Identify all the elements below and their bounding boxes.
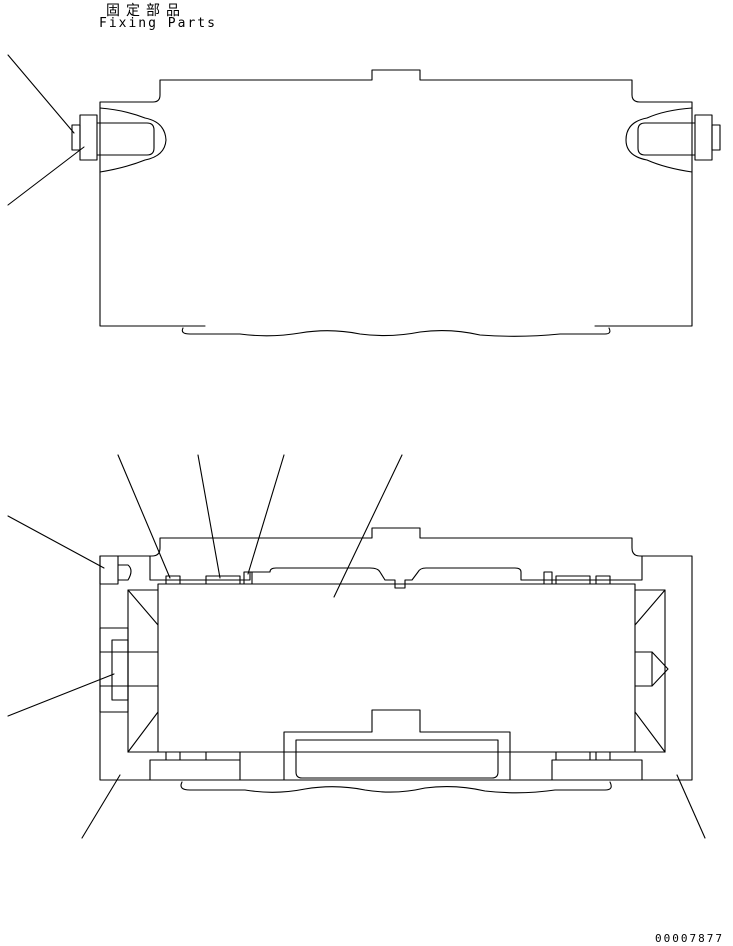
section-leader-4 (247, 454, 285, 575)
top-view-leader-1 (7, 54, 75, 134)
section-spool-block (157, 583, 636, 753)
section-housing-outline (99, 527, 693, 781)
title-english: Fixing Parts (99, 16, 217, 31)
section-leader-5 (333, 454, 403, 598)
top-view-right-washer (711, 124, 721, 151)
top-view-leader-2 (7, 146, 85, 206)
top-view-left-bolt-head (79, 114, 98, 161)
section-leader-3 (197, 454, 221, 579)
section-leader-6 (7, 673, 115, 717)
section-bottom-seat (149, 759, 643, 781)
top-view-left-bolt-shank (96, 122, 155, 156)
section-left-chamfer-top (127, 589, 159, 626)
top-view-right-lug (625, 107, 693, 173)
top-view (7, 54, 721, 337)
top-view-right-bolt-head (694, 114, 713, 161)
title-japanese: 固定部品 (106, 3, 186, 19)
section-bottom-seal-left (165, 751, 181, 761)
section-leader-8 (676, 774, 706, 839)
section-top-seal-left (165, 575, 181, 585)
top-view-left-lug (99, 107, 167, 173)
drawing-number: 00007877 (655, 932, 724, 945)
top-view-right-bolt-shank (637, 122, 696, 156)
top-view-wavy-edge (181, 327, 611, 337)
section-left-end-block (127, 589, 159, 753)
section-right-plug (634, 651, 669, 687)
section-top-left-fitting (99, 555, 119, 585)
section-right-chamfer-bottom (634, 711, 666, 753)
section-leader-1 (7, 515, 105, 569)
section-top-seat (149, 555, 643, 589)
section-right-end-block (634, 589, 666, 753)
section-bottom-recess (283, 709, 511, 781)
section-left-screw-outer (99, 627, 129, 713)
section-left-screw-head (111, 639, 129, 701)
section-wavy-edge (180, 781, 612, 794)
section-leader-7 (81, 774, 121, 839)
section-view (7, 454, 706, 839)
section-right-chamfer-top (634, 589, 666, 626)
section-leader-2 (117, 454, 171, 579)
section-top-seal-right (595, 575, 611, 585)
top-view-left-washer (71, 124, 81, 151)
top-view-body-outline (99, 69, 693, 327)
section-left-chamfer-bottom (127, 711, 159, 753)
section-bottom-seal-right (595, 751, 611, 761)
